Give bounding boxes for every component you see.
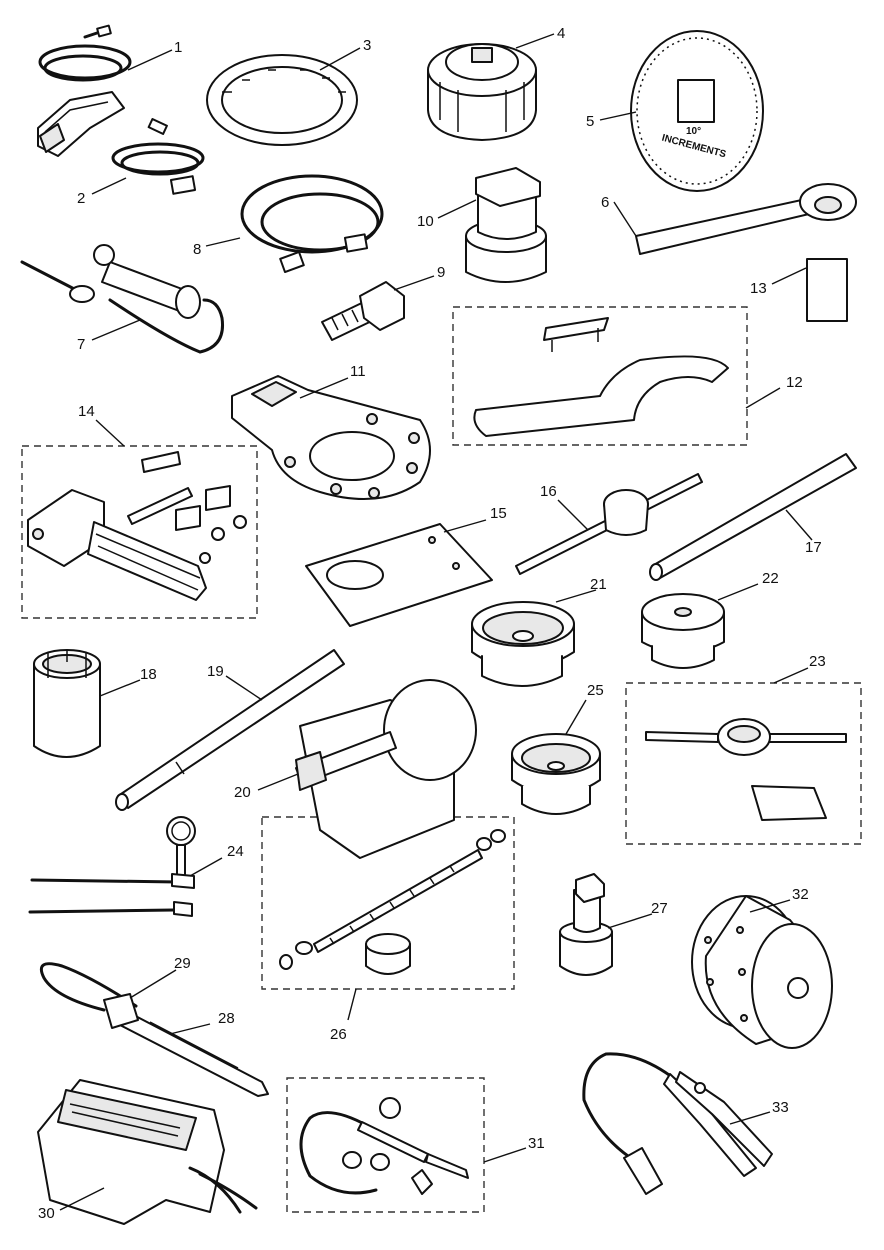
part-18-castellated-socket	[33, 649, 101, 758]
callout-27: 27	[651, 900, 668, 917]
group-box-31	[286, 1077, 485, 1213]
callout-3: 3	[363, 37, 371, 54]
callout-15: 15	[490, 505, 507, 522]
part-33-hose-clamp-pliers	[582, 1052, 773, 1195]
callout-24: 24	[227, 843, 244, 860]
callout-22: 22	[762, 570, 779, 587]
callout-1: 1	[174, 39, 182, 56]
part-5-angle-gauge-dial: 10° INCREMENTS	[630, 30, 764, 192]
callout-14: 14	[78, 403, 95, 420]
leader-lines	[59, 33, 813, 1211]
callout-7: 7	[77, 336, 85, 353]
part-23-die-holder	[645, 718, 847, 821]
callout-26: 26	[330, 1026, 347, 1043]
callout-28: 28	[218, 1010, 235, 1027]
callout-30: 30	[38, 1205, 55, 1222]
part-26-installer-kit	[279, 829, 506, 975]
callout-9: 9	[437, 264, 445, 281]
part-9-bolt	[321, 281, 405, 341]
callout-20: 20	[234, 784, 251, 801]
part-31-vacuum-bleeder-kit	[299, 1097, 469, 1195]
group-box-23	[625, 682, 862, 845]
callout-2: 2	[77, 190, 85, 207]
callout-18: 18	[140, 666, 157, 683]
part-19-drift-rod	[115, 649, 345, 811]
part-8-adapter-harness	[240, 174, 384, 273]
callout-31: 31	[528, 1135, 545, 1152]
callout-10: 10	[417, 213, 434, 230]
callout-6: 6	[601, 194, 609, 211]
callout-33: 33	[772, 1099, 789, 1116]
part-22-drift	[641, 593, 725, 669]
part-12-c-spanner	[473, 317, 729, 437]
callout-labels: 1 2 3 4 5 6 7 8 9 10 11 12 13 14 15 16 1…	[38, 25, 826, 1222]
callout-11: 11	[350, 363, 366, 380]
callout-21: 21	[590, 576, 607, 593]
part-32-clutch-drum-tool	[691, 895, 833, 1049]
part-15-base-plate	[305, 523, 493, 627]
callout-25: 25	[587, 682, 604, 699]
part-10-drive-adapter	[465, 167, 547, 283]
callout-8: 8	[193, 241, 201, 258]
callout-4: 4	[557, 25, 565, 42]
part-21-installer-cup	[471, 601, 575, 687]
part-30-battery-charger	[37, 1079, 258, 1225]
part-17-rod	[649, 453, 857, 581]
part-1-diagnostic-interface-cable	[37, 24, 132, 157]
callout-19: 19	[207, 663, 224, 680]
callout-29: 29	[174, 955, 191, 972]
part-13-feeler-block	[806, 258, 848, 322]
part-25-installer-cup	[511, 733, 601, 815]
callout-23: 23	[809, 653, 826, 670]
part-7-vacuum-pump	[20, 244, 225, 354]
part-14-puller-kit	[27, 451, 247, 601]
part-20-press-tool	[295, 679, 477, 859]
dial-degrees: 10°	[686, 126, 701, 137]
part-24-pressure-gauge	[28, 816, 196, 917]
callout-17: 17	[805, 539, 822, 556]
part-2-cable	[111, 117, 205, 195]
callout-16: 16	[540, 483, 557, 500]
callout-5: 5	[586, 113, 594, 130]
part-4-oil-filter-wrench	[427, 43, 537, 141]
part-16-clamp-bar	[515, 473, 703, 575]
callout-12: 12	[786, 374, 803, 391]
part-6-holding-wrench	[635, 183, 857, 255]
group-box-12	[452, 306, 748, 446]
callout-13: 13	[750, 280, 767, 297]
part-27-drive-adapter	[559, 873, 613, 976]
callout-32: 32	[792, 886, 809, 903]
part-29-strap	[39, 962, 139, 1029]
part-28-strap-wrench-handle	[117, 1009, 269, 1097]
part-11-holding-plate	[231, 375, 431, 501]
part-3-locking-ring-tool	[206, 54, 358, 146]
